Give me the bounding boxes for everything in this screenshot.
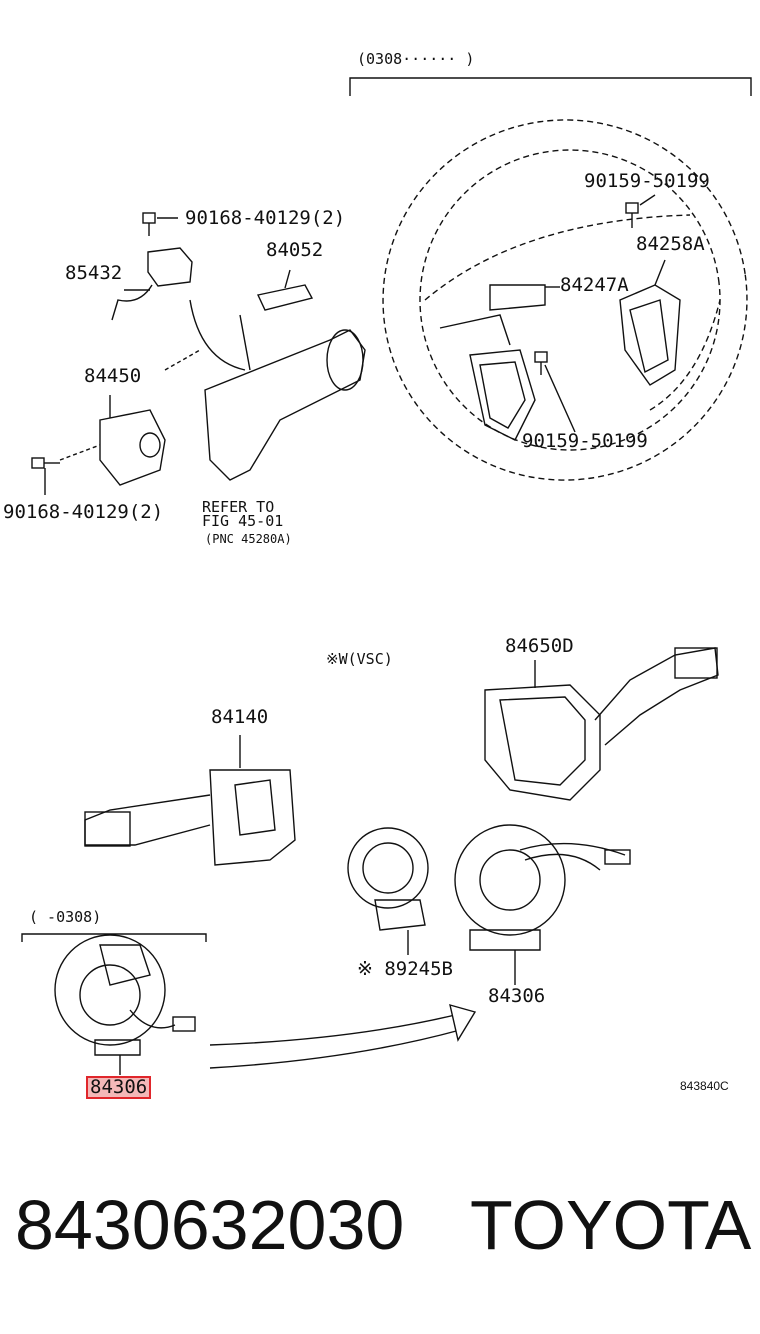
connector-84052: [256, 284, 314, 311]
arrow: [209, 1014, 461, 1069]
steering-column: [204, 329, 366, 481]
part-label-90168-bottom: 90168-40129(2): [3, 501, 164, 523]
range-bracket-bottom: [21, 933, 207, 942]
switch-84650D: [484, 684, 601, 801]
part-label-84450: 84450: [84, 365, 142, 387]
part-label-84258A: 84258A: [636, 233, 705, 255]
switch-85432: [147, 247, 193, 287]
range-label-bottom: ( -0308): [29, 908, 102, 926]
steering-wheel-inner: [419, 149, 721, 451]
switch-84247A: [469, 349, 536, 441]
part-label-89245B: ※ 89245B: [357, 958, 453, 980]
spiral-cable-84306-right: [454, 824, 566, 936]
range-bracket-top: [349, 77, 752, 96]
part-label-84247A: 84247A: [560, 274, 629, 296]
diagram-code: 843840C: [680, 1079, 729, 1093]
screw-90159-bottom: [534, 351, 548, 375]
sensor-89245B: [347, 827, 429, 909]
part-number: 8430632030: [15, 1186, 405, 1264]
switch-84140: [209, 769, 296, 866]
brand-name: TOYOTA: [470, 1186, 752, 1264]
part-label-90159-bottom: 90159-50199: [522, 430, 648, 452]
screw-90168-top: [142, 212, 156, 236]
part-label-84650D: 84650D: [505, 635, 574, 657]
refer-line-2: FIG 45-01: [202, 512, 284, 530]
steering-wheel: [382, 119, 748, 481]
refer-line-1: REFER TO: [202, 498, 275, 516]
spiral-cable-84306-left: [54, 934, 166, 1046]
screw-90168-bottom: [31, 457, 60, 469]
part-label-84052: 84052: [266, 239, 324, 261]
part-label-84306-highlighted: 84306: [86, 1076, 152, 1099]
part-label-84306-right: 84306: [488, 985, 546, 1007]
range-label-top: (0308······ ): [357, 50, 475, 68]
part-label-85432: 85432: [65, 262, 123, 284]
part-label-90168-top: 90168-40129(2): [185, 207, 346, 229]
screw-90159-top: [625, 202, 639, 228]
vsc-note: ※W(VSC): [326, 650, 393, 668]
part-label-84140: 84140: [211, 706, 269, 728]
part-label-90159-top: 90159-50199: [584, 170, 710, 192]
refer-line-3: (PNC 45280A): [205, 532, 292, 546]
clamp-84450: [99, 409, 166, 486]
